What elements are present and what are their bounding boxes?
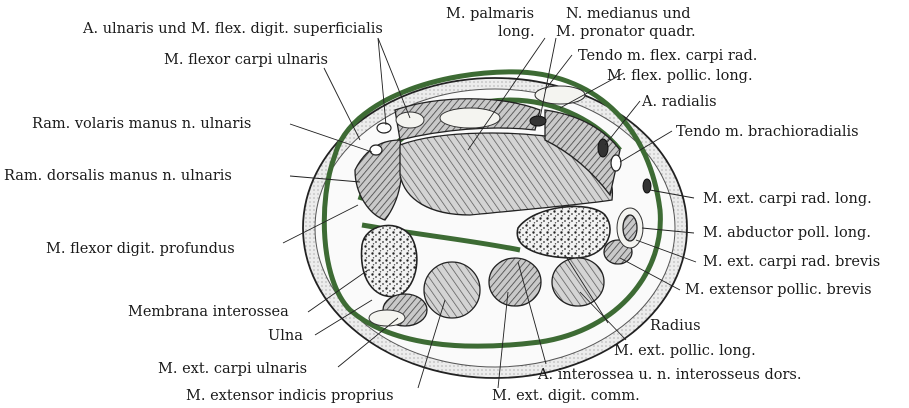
label-n-medianus-2: M. pronator quadr. <box>556 24 696 40</box>
label-tendo-flex-carpi-rad: Tendo m. flex. carpi rad. <box>578 48 757 64</box>
n-medianus-vessel <box>530 116 546 126</box>
side-vessel <box>643 179 651 193</box>
label-m-extensor-pollic-brevis: M. extensor pollic. brevis <box>685 282 872 298</box>
m-abductor-poll-long-inner <box>623 215 637 241</box>
a-ulnaris-vessel <box>377 123 391 133</box>
label-m-ext-carpi-rad-brevis: M. ext. carpi rad. brevis <box>703 254 880 270</box>
tendon-lobule-2 <box>535 86 585 104</box>
label-m-extensor-indicis: M. extensor indicis proprius <box>186 388 394 404</box>
label-m-flexor-carpi-ulnaris: M. flexor carpi ulnaris <box>164 52 328 68</box>
label-m-ext-carpi-ulnaris: M. ext. carpi ulnaris <box>158 361 307 377</box>
label-a-radialis: A. radialis <box>641 94 717 110</box>
m-extensor-indicis-mass <box>424 262 480 318</box>
label-a-ulnaris: A. ulnaris und M. flex. digit. superfici… <box>82 21 383 37</box>
n-ulnaris-vessel <box>370 145 382 155</box>
label-m-abductor-poll-long: M. abductor poll. long. <box>703 225 871 241</box>
label-membrana-interossea: Membrana interossea <box>128 304 289 320</box>
label-m-palmaris-1: M. palmaris <box>446 6 534 22</box>
label-ram-dorsalis: Ram. dorsalis manus n. ulnaris <box>4 168 232 184</box>
label-ulna: Ulna <box>268 328 303 344</box>
tendon-lobule-3 <box>396 112 424 128</box>
ulnar-fat-lobule <box>369 310 405 326</box>
label-m-ext-digit-comm: M. ext. digit. comm. <box>492 388 640 404</box>
tendon-brachioradialis-vessel <box>611 155 621 171</box>
m-ext-digit-comm-mass <box>489 258 541 306</box>
m-ext-pollic-long-mass <box>552 258 604 306</box>
label-m-flexor-digit-profundus: M. flexor digit. profundus <box>46 241 235 257</box>
label-tendo-brachioradialis: Tendo m. brachioradialis <box>676 124 859 140</box>
label-n-medianus-1: N. medianus und <box>566 6 691 22</box>
ulna-bone <box>362 225 417 296</box>
tendon-lobule-1 <box>440 108 500 128</box>
label-a-interossea: A. interossea u. n. interosseus dors. <box>537 367 801 383</box>
label-radius: Radius <box>650 318 701 334</box>
label-m-ext-pollic-long: M. ext. pollic. long. <box>614 343 756 359</box>
label-m-ext-carpi-rad-long: M. ext. carpi rad. long. <box>703 191 872 207</box>
a-radialis-vessel <box>598 139 608 157</box>
label-m-flex-pollic-long: M. flex. pollic. long. <box>607 68 753 84</box>
label-m-palmaris-2: long. <box>498 24 535 40</box>
label-ram-volaris: Ram. volaris manus n. ulnaris <box>32 116 251 132</box>
